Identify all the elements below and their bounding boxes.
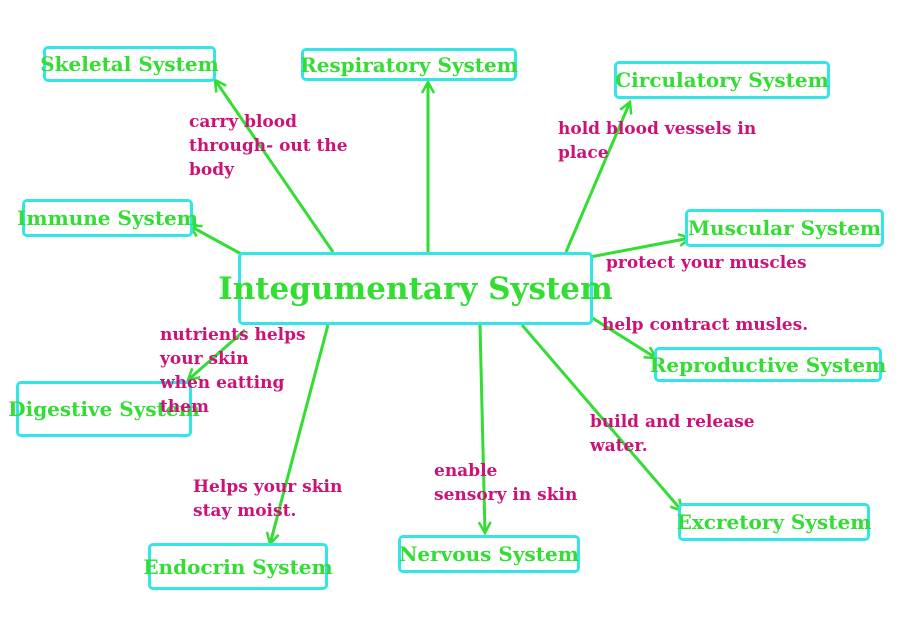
arrow-to-endocrin: [270, 324, 330, 544]
note-skeletal: carry blood through- out the body: [189, 112, 348, 180]
arrow-to-immune: [190, 224, 244, 257]
node-label: Excretory System: [676, 510, 872, 534]
arrow-to-excretory: [520, 324, 682, 511]
note-digestive: nutrients helps your skin when eatting t…: [160, 325, 306, 417]
node-digestive-system: Digestive System: [8, 381, 200, 437]
arrow-to-digestive: [188, 328, 246, 380]
note-reproductive: help contract musles.: [602, 315, 809, 335]
node-respiratory-system: Respiratory System: [300, 48, 518, 81]
center-node: Integumentary System: [218, 252, 613, 325]
note-muscular: protect your muscles: [606, 253, 807, 273]
node-label: Respiratory System: [300, 52, 518, 77]
note-nervous: enable sensory in skin: [434, 461, 578, 505]
node-label: Reproductive System: [649, 352, 887, 377]
arrow-to-muscular: [589, 238, 690, 259]
arrow-to-nervous: [480, 324, 485, 533]
node-nervous-system: Nervous System: [398, 535, 580, 573]
node-label: Endocrin System: [143, 554, 333, 579]
note-endocrin: Helps your skin stay moist.: [193, 477, 343, 521]
node-label: Circulatory System: [615, 68, 829, 92]
arrow-to-skeletal: [215, 80, 335, 253]
node-skeletal-system: Skeletal System: [40, 46, 219, 82]
note-excretory: build and release water.: [590, 412, 755, 456]
node-endocrin-system: Endocrin System: [143, 543, 333, 590]
node-label: Digestive System: [8, 397, 200, 421]
node-label: Nervous System: [399, 542, 579, 566]
node-label: Skeletal System: [40, 52, 219, 76]
node-muscular-system: Muscular System: [685, 209, 884, 247]
node-immune-system: Immune System: [17, 199, 198, 237]
center-node-label: Integumentary System: [218, 270, 613, 307]
note-circulatory: hold blood vessels in place: [558, 119, 757, 163]
node-circulatory-system: Circulatory System: [614, 61, 830, 99]
node-label: Immune System: [17, 206, 198, 230]
node-excretory-system: Excretory System: [676, 503, 872, 541]
node-label: Muscular System: [687, 216, 882, 240]
arrow-to-circulatory: [564, 102, 630, 253]
node-reproductive-system: Reproductive System: [650, 347, 886, 382]
arrow-to-reproductive: [585, 312, 656, 358]
